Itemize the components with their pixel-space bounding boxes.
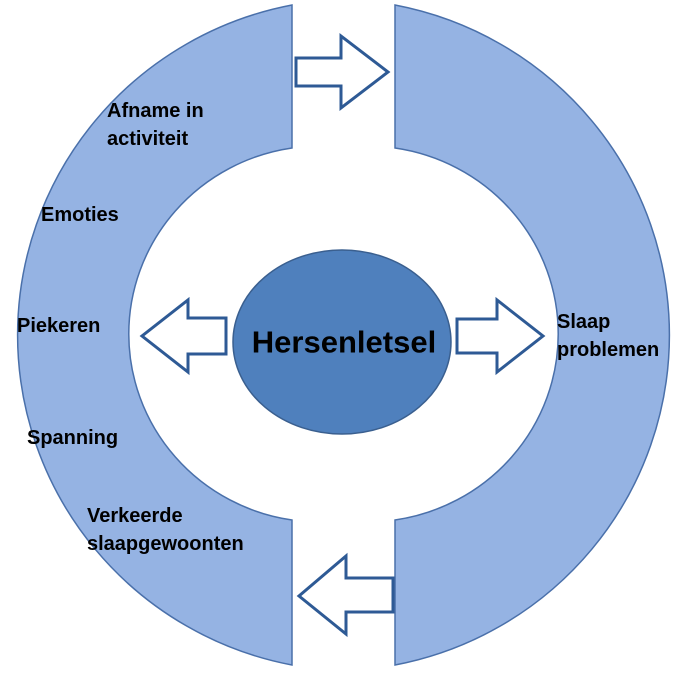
left-label-emoties: Emoties: [41, 204, 119, 226]
arrow-left-icon: [139, 296, 228, 376]
left-label-afname: Afname in activiteit: [107, 100, 209, 150]
label-line: Emoties: [41, 204, 119, 226]
right-ring-segment: [394, 4, 671, 666]
arrow-left-icon: [296, 552, 395, 638]
left-label-piekeren: Piekeren: [17, 315, 100, 337]
label-line: Piekeren: [17, 315, 100, 337]
center-circle: [232, 249, 452, 435]
label-line: problemen: [557, 339, 659, 361]
label-line: Spanning: [27, 427, 118, 449]
center-label: Hersenletsel: [252, 325, 436, 360]
left-label-spanning: Spanning: [27, 427, 118, 449]
label-line: slaapgewoonten: [87, 533, 244, 555]
arrow-right-icon: [294, 32, 391, 112]
left-label-verkeerde: Verkeerde slaapgewoonten: [87, 505, 244, 555]
label-line: activiteit: [107, 128, 188, 150]
arrow-right-icon: [455, 296, 546, 376]
left-ring-segment: [16, 4, 293, 666]
label-line: Slaap: [557, 311, 610, 333]
label-line: Verkeerde: [87, 505, 183, 527]
right-label-slaap: Slaap problemen: [557, 311, 659, 361]
label-line: Afname in: [107, 100, 204, 122]
